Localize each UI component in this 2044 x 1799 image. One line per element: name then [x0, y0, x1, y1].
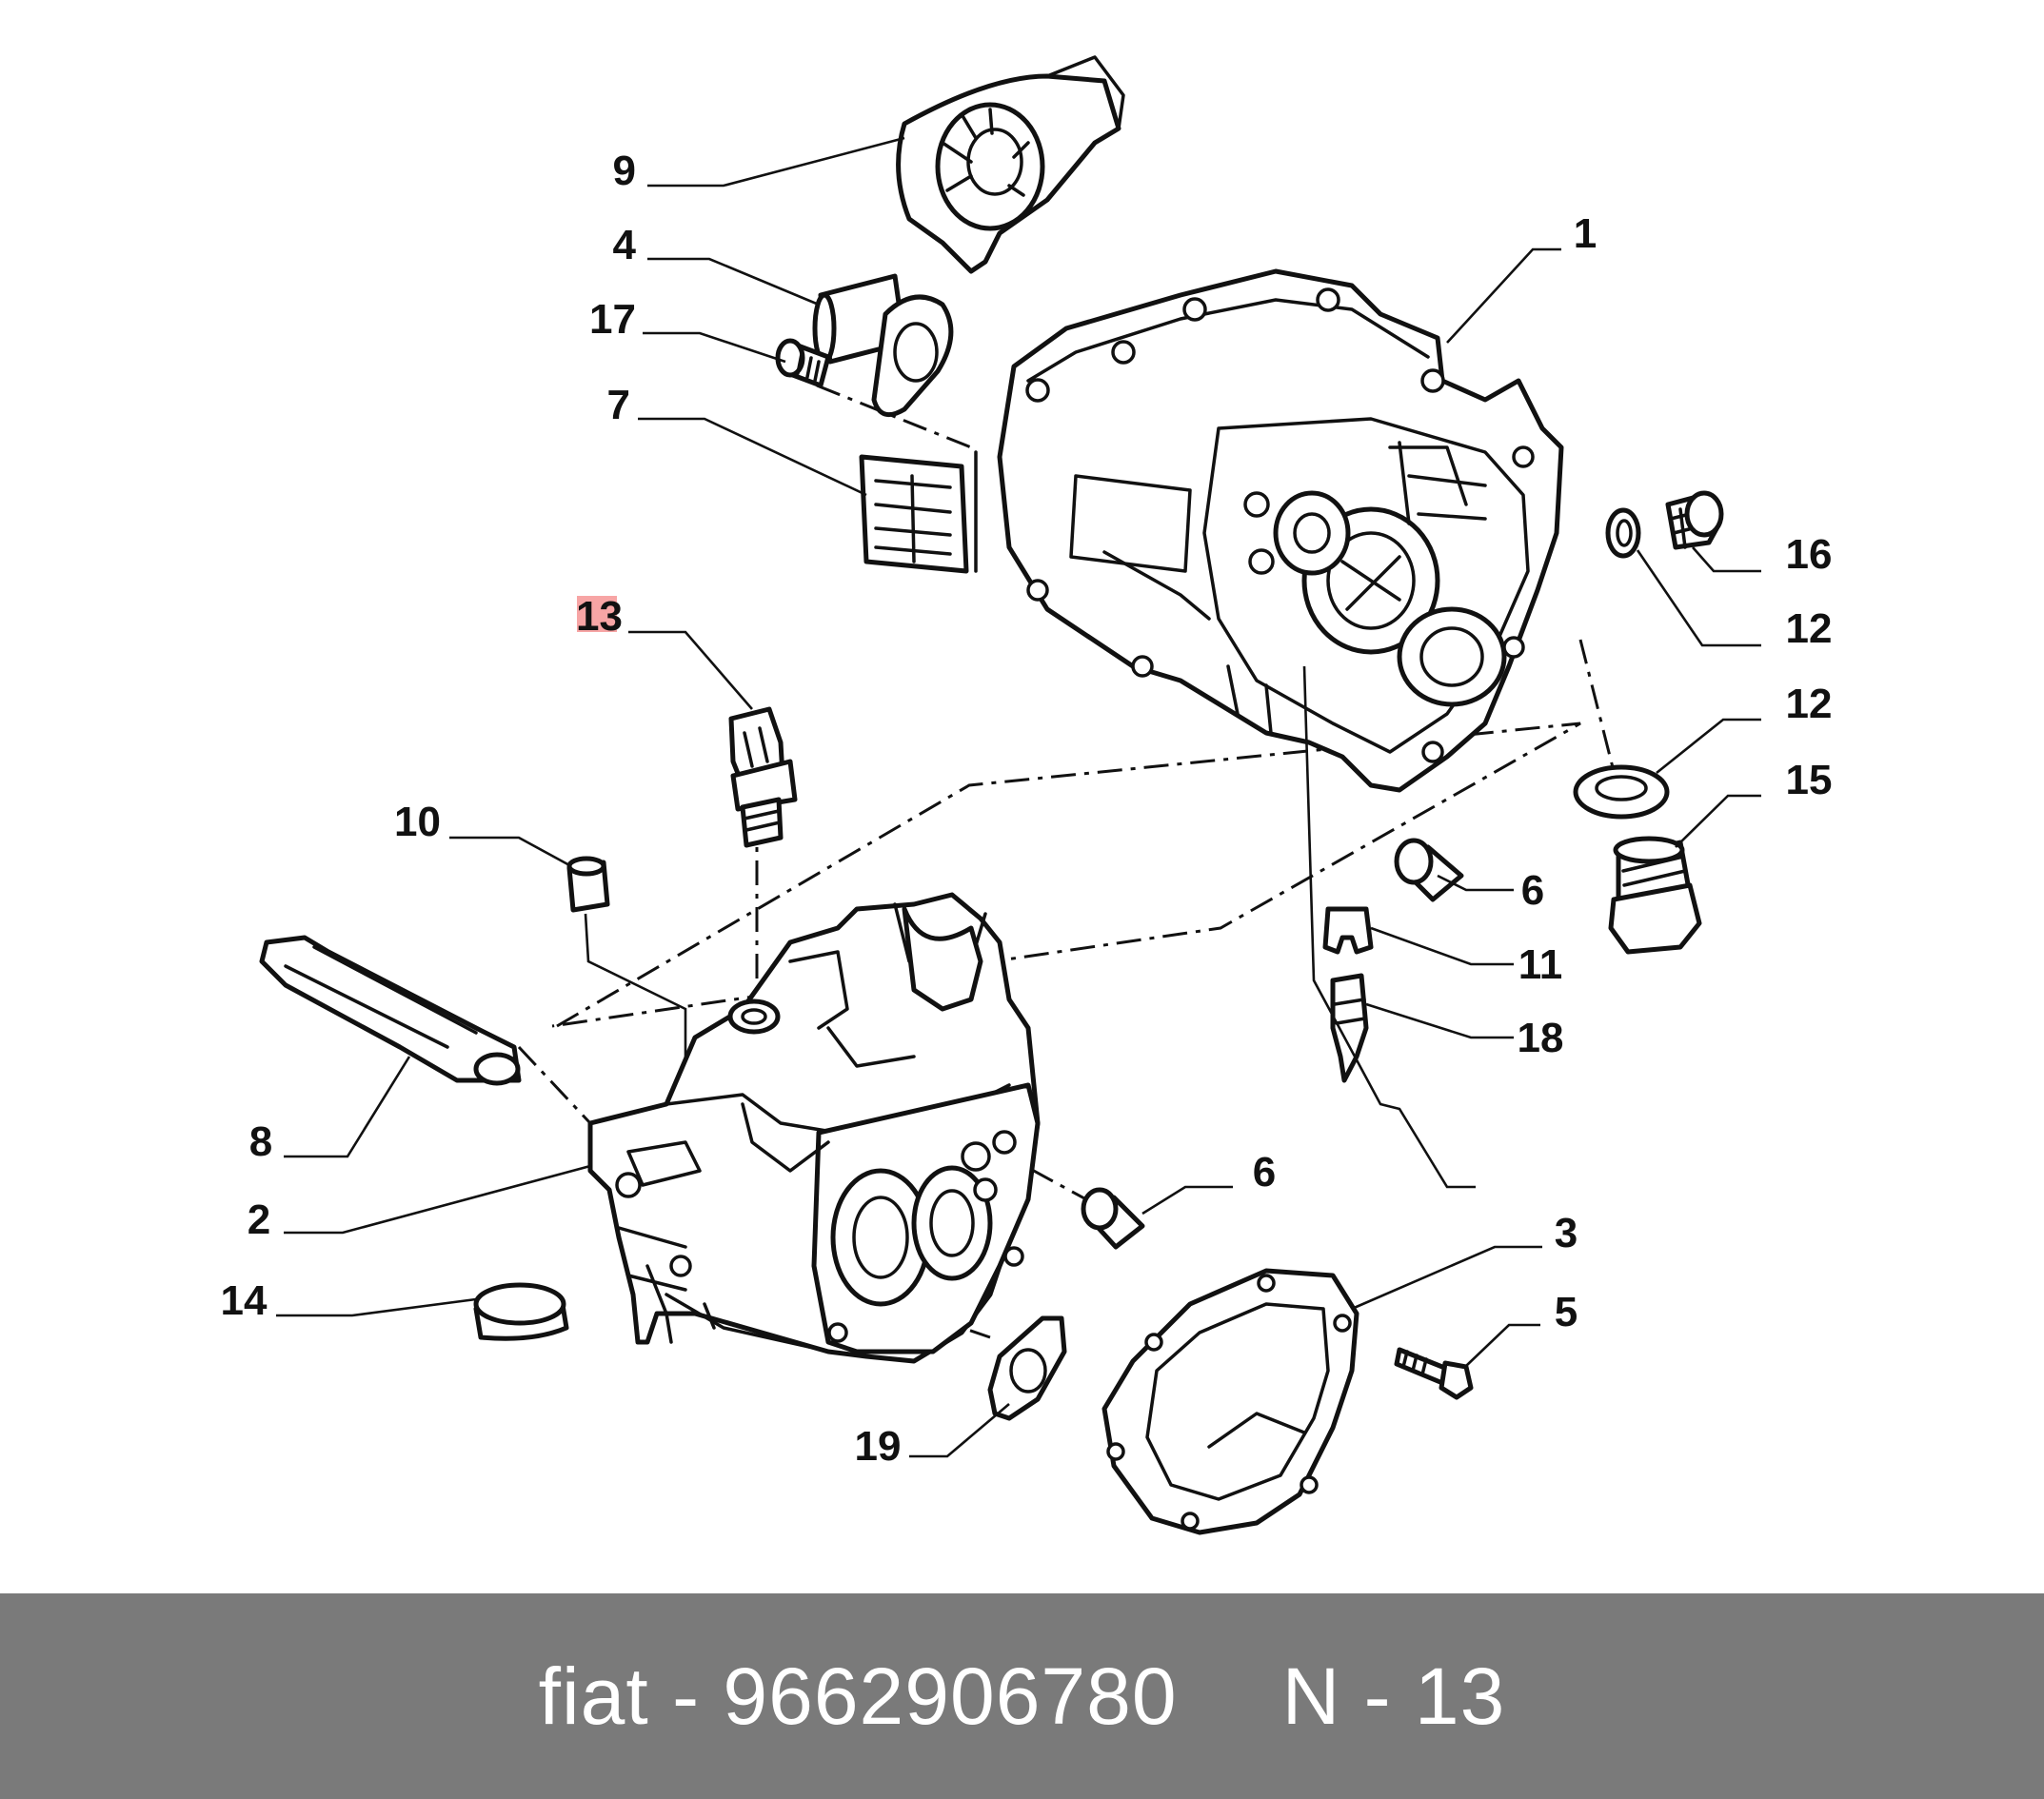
callout-6-upper: 6: [1521, 867, 1544, 914]
footer-brand: fiat: [538, 1651, 649, 1741]
part-1-clutch-housing: [997, 268, 1564, 793]
part-8-oil-channel: [259, 935, 522, 1086]
callout-12-upper: 12: [1786, 605, 1833, 652]
callout-15: 15: [1786, 757, 1833, 803]
callouts: 9 4 17 7 1 16 12 12 15 13 10 6 11 18 6 8…: [221, 148, 1833, 1470]
part-5-bolt: [1394, 1347, 1474, 1400]
callout-19: 19: [855, 1423, 902, 1470]
footer-position: N - 13: [1281, 1651, 1506, 1741]
part-16-breather-plug: [1665, 490, 1724, 550]
part-3-rear-cover: [1101, 1268, 1359, 1535]
callout-6-lower: 6: [1253, 1149, 1276, 1196]
part-9-bearing-cover: [896, 55, 1125, 274]
callout-5: 5: [1555, 1289, 1578, 1335]
leader-lines: [276, 136, 1761, 1458]
part-11-clip: [1322, 906, 1374, 955]
part-18-switch: [1330, 973, 1369, 1083]
callout-16: 16: [1786, 531, 1833, 578]
part-4-guide-tube: [812, 273, 954, 418]
part-14-cap: [473, 1282, 569, 1341]
callout-3: 3: [1555, 1210, 1578, 1256]
callout-18: 18: [1518, 1015, 1564, 1061]
part-6-bush-upper: [1394, 838, 1464, 902]
part-6-bush-lower: [1081, 1187, 1145, 1250]
part-12-washer-lower: [1573, 764, 1670, 820]
footer-bar: fiat - 9662906780 N - 13: [0, 1593, 2044, 1799]
callout-13-highlight: [577, 596, 617, 632]
part-19-cover-plate: [987, 1315, 1067, 1421]
part-7-baffle-plate: [859, 450, 978, 574]
callout-2: 2: [248, 1196, 270, 1243]
part-12-seal-ring-upper: [1605, 507, 1641, 559]
callout-12-lower: 12: [1786, 681, 1833, 727]
callout-8: 8: [249, 1118, 272, 1165]
part-2-gearbox-casing: [587, 892, 1041, 1364]
part-15-drain-plug: [1608, 836, 1702, 955]
part-10-dowel: [566, 856, 687, 1123]
parts-diagram: 9 4 17 7 1 16 12 12 15 13 10 6 11 18 6 8…: [220, 55, 1833, 1535]
callout-1: 1: [1574, 210, 1597, 257]
footer-part-number: 9662906780: [723, 1651, 1178, 1741]
part-13-sensor: [728, 706, 798, 848]
footer-separator: -: [672, 1651, 701, 1741]
callout-11: 11: [1518, 941, 1563, 988]
callout-4: 4: [613, 222, 637, 268]
callout-13: 13: [576, 593, 623, 640]
callout-14: 14: [221, 1277, 268, 1324]
callout-7: 7: [607, 382, 630, 428]
callout-10: 10: [394, 799, 441, 845]
callout-9: 9: [613, 148, 636, 194]
callout-17: 17: [589, 296, 636, 343]
